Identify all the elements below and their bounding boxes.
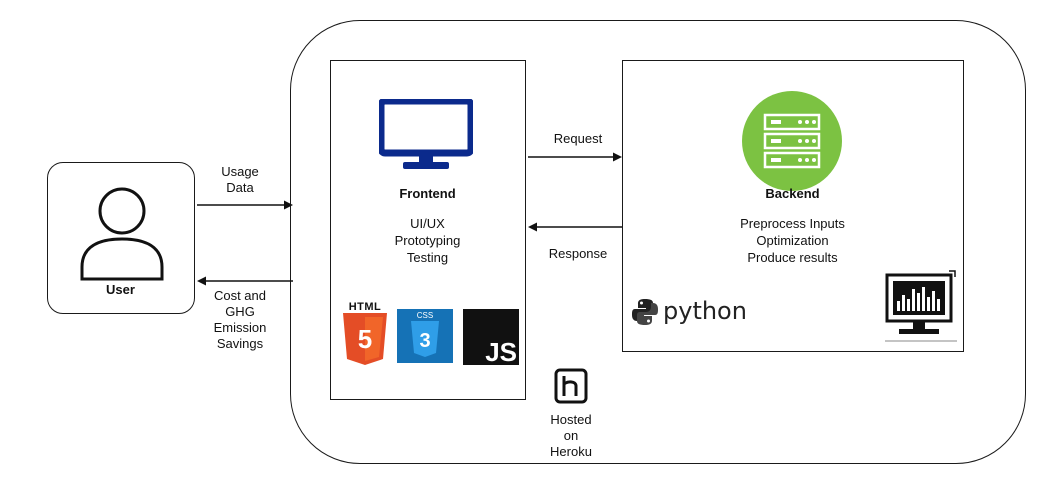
backend-title: Backend	[765, 186, 820, 201]
monitor-icon	[379, 99, 473, 169]
hosted-label-3: Heroku	[550, 444, 592, 459]
frontend-line-1: UI/UX	[410, 216, 445, 231]
html5-logo: HTML 5	[341, 301, 389, 367]
cost-label-2: GHG	[225, 304, 255, 319]
python-icon	[632, 299, 658, 325]
python-word: python	[663, 297, 747, 325]
user-icon	[80, 187, 164, 281]
backend-line-3: Produce results	[747, 250, 838, 265]
css3-word: CSS	[416, 311, 434, 320]
usage-label-2: Data	[226, 180, 254, 195]
backend-line-2: Optimization	[756, 233, 829, 248]
arrow-request	[528, 152, 622, 162]
js-text: JS	[485, 337, 517, 365]
js-icon: JS	[485, 337, 517, 365]
css3-icon: 3	[411, 321, 439, 357]
css3-logo: CSS 3	[397, 309, 453, 363]
svg-text:5: 5	[358, 324, 372, 354]
arrow-cost-savings	[197, 276, 293, 286]
response-label: Response	[548, 246, 608, 261]
python-logo: python	[631, 297, 751, 327]
server-icon	[742, 91, 842, 191]
html5-icon: 5	[343, 313, 387, 365]
user-box: User	[47, 162, 195, 314]
svg-text:3: 3	[419, 330, 430, 352]
system-container	[290, 20, 1026, 464]
hosted-label-2: on	[563, 428, 579, 443]
cost-label-1: Cost and	[213, 288, 267, 303]
cost-label-3: Emission	[213, 320, 267, 335]
backend-box: Backend Preprocess Inputs Optimization P…	[622, 60, 964, 352]
arrow-response	[528, 222, 622, 232]
request-label: Request	[553, 131, 603, 146]
dashboard-icon	[885, 270, 957, 342]
frontend-line-2: Prototyping	[394, 233, 461, 248]
frontend-line-3: Testing	[406, 250, 449, 265]
backend-line-1: Preprocess Inputs	[740, 216, 845, 231]
cost-label-4: Savings	[216, 336, 264, 351]
frontend-box: Frontend UI/UX Prototyping Testing HTML …	[330, 60, 526, 400]
js-logo: JS	[463, 309, 519, 365]
user-label: User	[106, 282, 135, 297]
frontend-title: Frontend	[399, 186, 456, 201]
usage-label-1: Usage	[221, 164, 259, 179]
heroku-icon	[554, 368, 588, 404]
arrow-usage-data	[197, 200, 293, 210]
hosted-label-1: Hosted	[550, 412, 592, 427]
html5-word: HTML	[348, 301, 382, 313]
